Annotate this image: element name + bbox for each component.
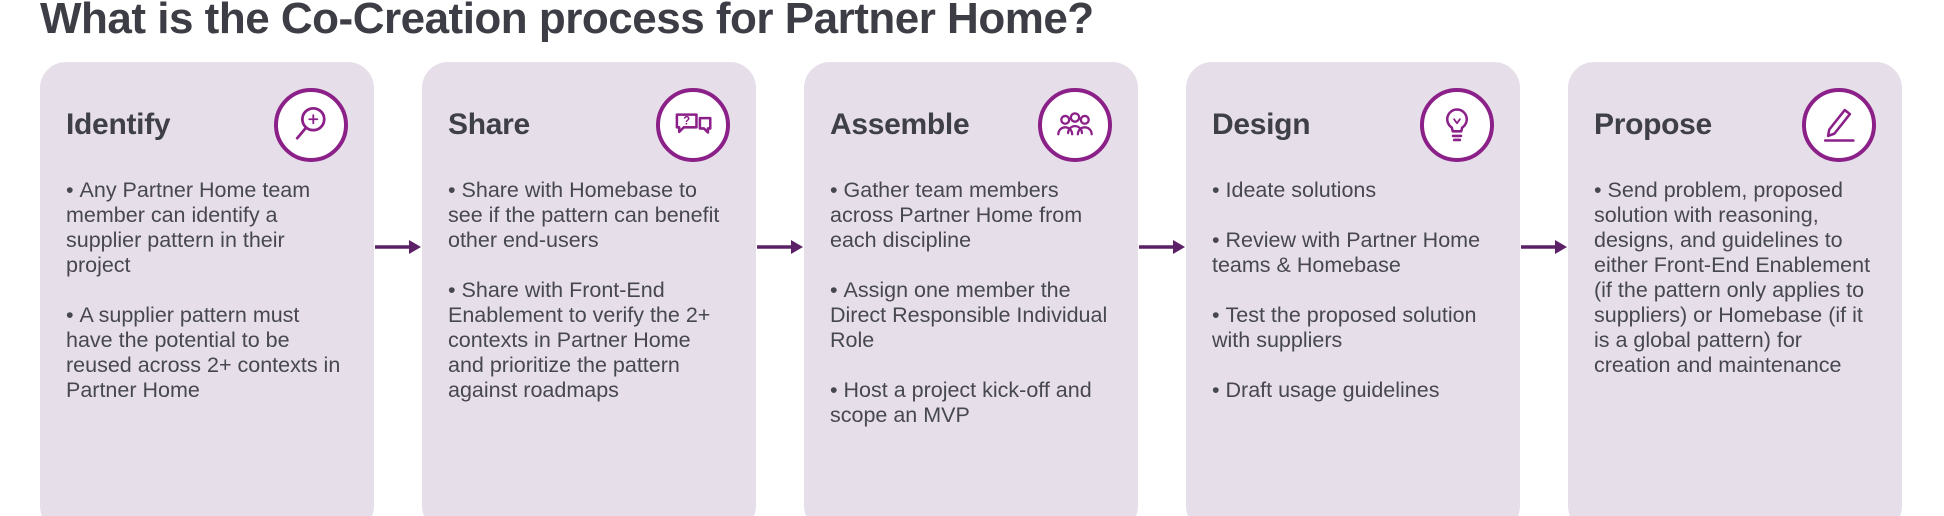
step-bullet: Host a project kick-off and scope an MVP	[830, 378, 1112, 428]
step-card-identify: Identify Any Partner Home team member ca…	[40, 62, 374, 516]
step-title: Identify	[66, 108, 171, 142]
card-header: Identify	[66, 88, 348, 163]
step-bullet: Draft usage guidelines	[1212, 378, 1494, 403]
step-card-propose: Propose Send problem, proposed solution …	[1568, 62, 1902, 516]
arrow-right-icon	[374, 237, 422, 257]
card-header: Design	[1212, 88, 1494, 163]
step-card-design: Design Ideate solutions Review with Part…	[1186, 62, 1520, 516]
card-header: Propose	[1594, 88, 1876, 163]
step-title: Design	[1212, 108, 1311, 142]
process-steps-row: Identify Any Partner Home team member ca…	[40, 62, 1904, 516]
step-title: Share	[448, 108, 530, 142]
step-bullet: Share with Front-End Enablement to verif…	[448, 278, 730, 403]
magnifier-icon	[274, 88, 348, 163]
step-title: Propose	[1594, 108, 1712, 142]
card-header: Share ?	[448, 88, 730, 163]
lightbulb-icon	[1420, 88, 1494, 163]
arrow-right-icon	[1138, 237, 1186, 257]
step-bullet: Any Partner Home team member can identif…	[66, 178, 348, 278]
step-bullet: Send problem, proposed solution with rea…	[1594, 178, 1876, 378]
arrow-right-icon	[756, 237, 804, 257]
card-header: Assemble	[830, 88, 1112, 163]
step-bullet: Test the proposed solution with supplier…	[1212, 303, 1494, 353]
pencil-icon	[1802, 88, 1876, 163]
arrow-right-icon	[1520, 237, 1568, 257]
step-bullet: Review with Partner Home teams & Homebas…	[1212, 228, 1494, 278]
step-bullet: Ideate solutions	[1212, 178, 1494, 203]
step-title: Assemble	[830, 108, 970, 142]
chat-question-icon: ?	[656, 88, 730, 163]
page-title: What is the Co-Creation process for Part…	[40, 0, 1094, 43]
svg-text:?: ?	[683, 116, 690, 128]
step-bullet: Assign one member the Direct Responsible…	[830, 278, 1112, 353]
people-group-icon	[1038, 88, 1112, 163]
step-bullet: Gather team members across Partner Home …	[830, 178, 1112, 253]
step-bullet: Share with Homebase to see if the patter…	[448, 178, 730, 253]
step-bullet: A supplier pattern must have the potenti…	[66, 303, 348, 403]
step-card-assemble: Assemble Gather team members across Part…	[804, 62, 1138, 516]
step-card-share: Share ? Share with Homebase to see if th…	[422, 62, 756, 516]
